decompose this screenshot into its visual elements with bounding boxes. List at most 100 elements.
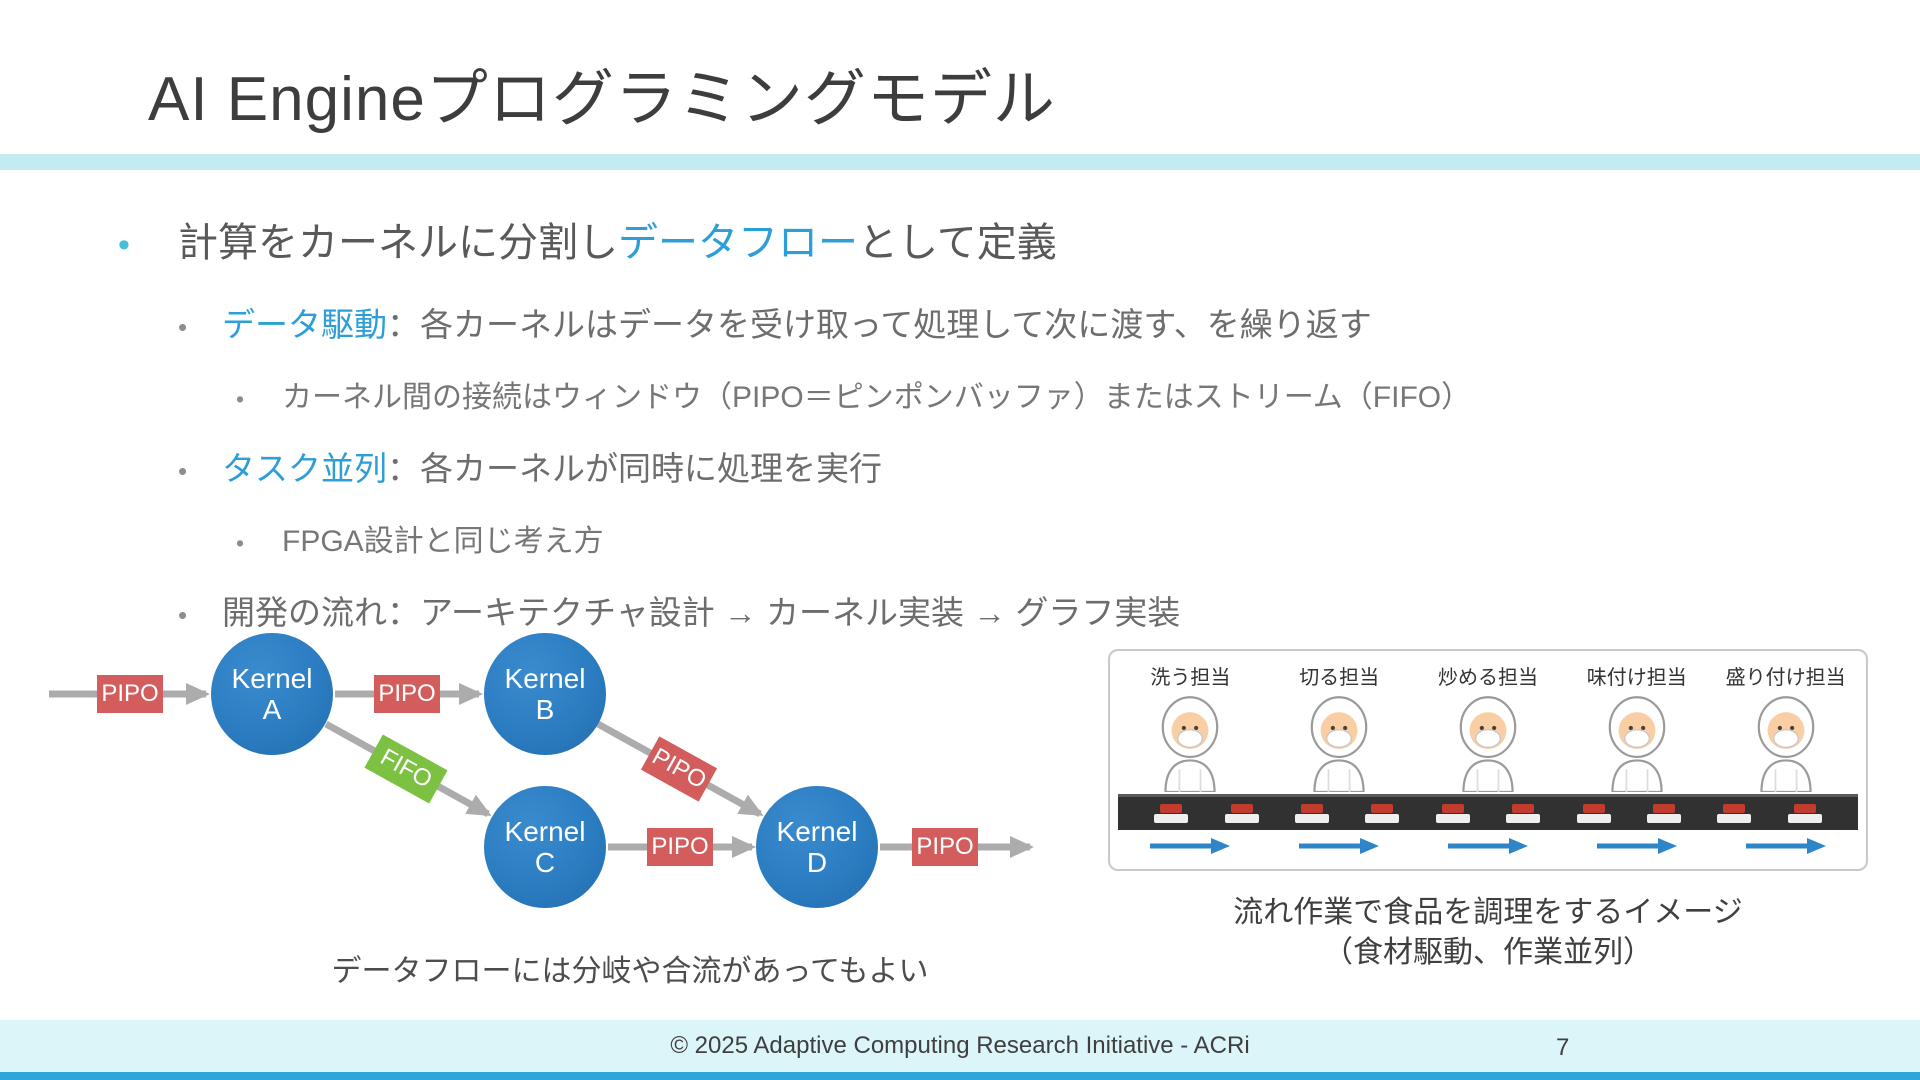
kernel-letter: C <box>534 847 556 878</box>
belt-arrows-row <box>1116 837 1860 860</box>
worker-figure-icon <box>1608 696 1666 792</box>
flow-arrow-icon <box>1745 838 1826 854</box>
flow-arrow-slot <box>1148 837 1232 860</box>
bullet-level3: • FPGA設計と同じ考え方 <box>236 516 1842 560</box>
illustration-caption: 流れ作業で食品を調理をするイメージ （食材駆動、作業並列） <box>1108 893 1868 972</box>
flow-arrow-slot <box>1595 837 1679 860</box>
belt-food-item <box>1646 804 1681 823</box>
plate-icon <box>1576 814 1611 823</box>
worker-figure-icon <box>1162 696 1219 792</box>
pipo-tag-4: PIPO <box>647 828 713 866</box>
kernel-letter: A <box>262 694 282 725</box>
illustration-caption-line1: 流れ作業で食品を調理をするイメージ <box>1233 896 1743 929</box>
bullet-marker: • <box>236 530 245 556</box>
kitchen-line-illustration: 洗う担当 切る担当 炒める担当 味付け担当 盛り付け担当 <box>1108 649 1868 871</box>
bullet-marker: • <box>118 226 130 264</box>
flow-arrow-slot <box>1744 837 1828 860</box>
belt-food-item <box>1365 804 1400 823</box>
bullet-text-segment: として定義 <box>858 221 1057 265</box>
worker-label: 切る担当 <box>1299 667 1380 689</box>
kernel-word: Kernel <box>504 815 586 847</box>
footer-bottom-strip <box>0 1072 1920 1080</box>
flow-arrow-icon <box>1447 838 1528 854</box>
plate-icon <box>1224 814 1259 823</box>
worker-figure-slot <box>1593 692 1681 792</box>
illustration-caption-line2: （食材駆動、作業並列） <box>1323 935 1653 969</box>
worker-label: 盛り付け担当 <box>1725 667 1846 689</box>
pipo-tag-label: PIPO <box>651 833 709 860</box>
bullet-highlight: データフロー <box>618 221 858 265</box>
worker-figure-icon <box>1757 696 1814 792</box>
bullet-text: データ駆動：各カーネルはデータを受け取って処理して次に渡す、を繰り返す <box>222 298 1372 346</box>
kernel-letter: B <box>535 694 555 725</box>
conveyor-belt <box>1118 794 1858 830</box>
food-icon <box>1301 804 1324 813</box>
food-icon <box>1160 804 1183 813</box>
bullet-highlight: タスク並列 <box>222 450 387 487</box>
kernel-letter: D <box>806 847 828 878</box>
bullet-text: カーネル間の接続はウィンドウ（PIPO＝ピンポンバッファ）またはストリーム（FI… <box>282 381 1472 414</box>
bullet-text-segment: ：各カーネルが同時に処理を実行 <box>387 450 882 487</box>
belt-food-item <box>1717 804 1752 823</box>
plate-icon <box>1717 814 1752 823</box>
dataflow-diagram: Kernel A Kernel B Kernel C Kernel D PIPO… <box>40 612 1100 992</box>
plate-icon <box>1506 814 1541 823</box>
flow-arrow-slot <box>1446 837 1530 860</box>
belt-food-item <box>1154 804 1189 823</box>
flow-arrow-icon <box>1299 838 1380 854</box>
bullet-level2: • 開発の流れ：アーキテクチャ設計 → カーネル実装 → グラフ実装 <box>178 586 1842 634</box>
pipo-tag-2: PIPO <box>374 675 440 713</box>
pipo-tag-label: PIPO <box>101 680 159 707</box>
food-icon <box>1512 804 1535 813</box>
belt-food-item <box>1224 804 1259 823</box>
kernel-word: Kernel <box>776 815 858 847</box>
bullet-highlight: データ駆動 <box>222 306 387 343</box>
belt-food-item <box>1787 804 1822 823</box>
diagram-caption: データフローには分岐や合流があってもよい <box>331 955 929 988</box>
bullet-text: FPGA設計と同じ考え方 <box>282 525 604 558</box>
flow-arrow-slot <box>1297 837 1381 860</box>
pipo-tag-1: PIPO <box>97 675 163 713</box>
belt-food-item <box>1506 804 1541 823</box>
kernel-c-node: Kernel C <box>484 786 606 908</box>
bullet-marker: • <box>178 312 188 342</box>
worker-figure-icon <box>1310 696 1368 792</box>
belt-food-item <box>1435 804 1470 823</box>
kernel-d-node: Kernel D <box>756 786 878 908</box>
food-icon <box>1371 804 1394 813</box>
worker-figures-row <box>1116 692 1860 794</box>
food-icon <box>1723 804 1746 813</box>
plate-icon <box>1435 814 1470 823</box>
plate-icon <box>1787 814 1822 823</box>
worker-label: 炒める担当 <box>1437 667 1538 689</box>
bullet-text: 開発の流れ：アーキテクチャ設計 → カーネル実装 → グラフ実装 <box>222 594 1181 631</box>
bullet-marker: • <box>178 456 188 486</box>
plate-icon <box>1365 814 1400 823</box>
bullet-text-segment: 計算をカーネルに分割し <box>178 221 618 265</box>
bullet-marker: • <box>178 600 188 630</box>
food-icon <box>1582 804 1605 813</box>
page-number: 7 <box>1556 1034 1570 1061</box>
pipo-tag-5: PIPO <box>912 828 978 866</box>
flow-arrow-icon <box>1596 838 1677 854</box>
kernel-word: Kernel <box>231 662 313 694</box>
bullet-text: タスク並列：各カーネルが同時に処理を実行 <box>222 442 882 490</box>
slide-title: AI Engineプログラミングモデル <box>148 65 1056 134</box>
food-icon <box>1230 804 1253 813</box>
plate-icon <box>1295 814 1330 823</box>
belt-food-item <box>1576 804 1611 823</box>
bullet-marker: • <box>236 386 245 412</box>
food-icon <box>1652 804 1675 813</box>
plate-icon <box>1646 814 1681 823</box>
bullet-level1: • 計算をカーネルに分割しデータフローとして定義 <box>118 210 1842 268</box>
title-accent-band <box>0 154 1920 170</box>
bullet-level2: • データ駆動：各カーネルはデータを受け取って処理して次に渡す、を繰り返す <box>178 298 1842 346</box>
worker-figure-slot <box>1742 692 1830 792</box>
bullet-text-segment: ：各カーネルはデータを受け取って処理して次に渡す、を繰り返す <box>387 306 1372 343</box>
worker-figure-slot <box>1444 692 1532 792</box>
worker-figure-icon <box>1459 696 1517 792</box>
kernel-a-node: Kernel A <box>211 633 333 755</box>
bullet-level3: • カーネル間の接続はウィンドウ（PIPO＝ピンポンバッファ）またはストリーム（… <box>236 372 1842 416</box>
bullet-level2: • タスク並列：各カーネルが同時に処理を実行 <box>178 442 1842 490</box>
